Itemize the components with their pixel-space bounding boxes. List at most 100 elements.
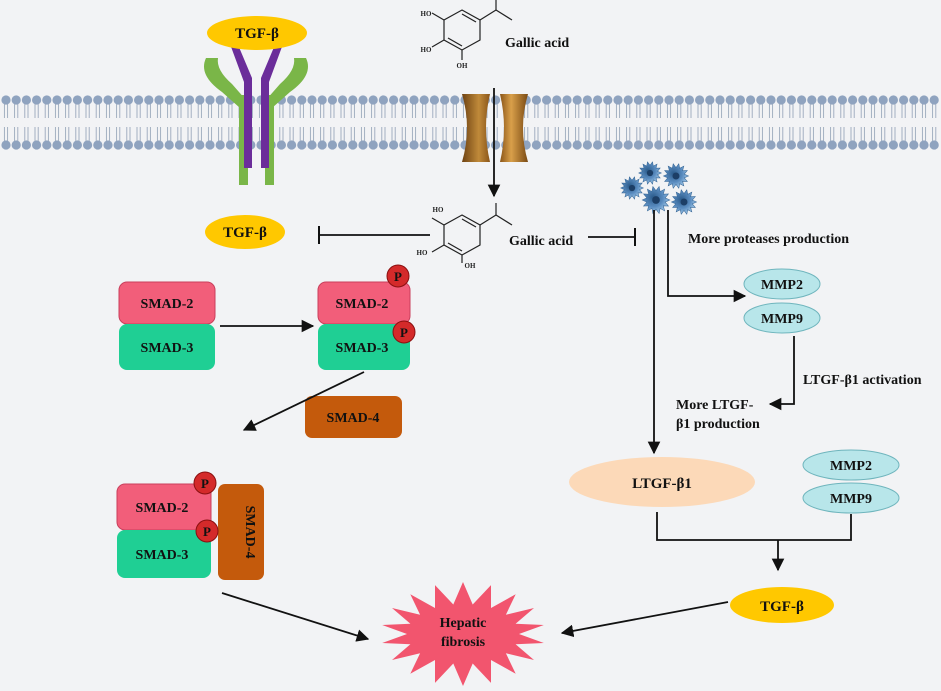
gallic-acid-structure-inner [431,203,513,263]
lipid-head [491,140,501,150]
lipid-head [837,95,848,105]
lipid-head [62,95,72,105]
lipid-head [766,95,776,105]
lipid-head [735,95,746,105]
lipid-head [623,95,633,105]
lipid-head [858,140,868,150]
protease-cell-nucleus [646,169,654,177]
gallic-acid-top-label: Gallic acid [505,36,569,51]
gallic-acid-structure-top [431,0,513,60]
lipid-head [888,95,899,105]
gallic-acid-oh-3: OH [457,62,468,70]
phospho-badge-smad3-label: P [400,325,408,340]
lipid-head [562,95,572,105]
lipid-head [42,140,52,150]
lipid-head [368,140,378,150]
lipid-head [797,140,807,150]
lipid-head [113,140,123,150]
lipid-head [531,95,542,105]
lipid-head [123,140,133,150]
smad3-free [119,324,215,370]
lipid-head [725,140,735,150]
phospho-badge-complex-smad2-label: P [201,476,209,491]
lipid-head [582,95,593,105]
fibrosis-label-2: fibrosis [441,635,486,650]
lipid-head [654,95,664,105]
lipid-head [878,140,888,150]
mmp2-top [743,268,821,300]
production-label-2: β1 production [676,417,760,432]
lipid-head [572,95,582,105]
lipid-head [399,140,409,150]
lipid-head [705,140,715,150]
arrow-tgf-to-fibrosis [560,601,729,638]
tgf-beta-inhibited [205,215,285,249]
lipid-head [225,140,235,150]
gallic-acid-inner-oh-1: HO [433,206,444,214]
lipid-head [154,95,164,105]
smad3-free-label: SMAD-3 [141,341,194,356]
lipid-head [327,140,337,150]
gallic-acid-inner-label: Gallic acid [509,234,573,249]
phospho-badge-smad3 [392,320,416,344]
arrow-complex-to-fibrosis [221,592,370,642]
arrow-complex-formation [242,371,365,431]
lipid-head [776,95,786,105]
lipid-head [746,95,756,105]
lipid-head [21,140,31,150]
lipid-head [429,140,439,150]
lipid-head [531,140,542,150]
protease-cell-nucleus [672,172,680,180]
lipid-head [562,140,572,150]
lipid-head [848,140,858,150]
lipid-head [613,140,623,150]
lipid-head [154,140,164,150]
phospho-badge-smad2-label: P [394,269,402,284]
lipid-head [317,95,327,105]
tgf-beta-bottom-label: TGF-β [760,599,804,615]
lipid-head [358,95,368,105]
lipid-head [378,140,388,150]
lipid-head [613,95,623,105]
lipid-head [11,140,21,150]
lipid-head [174,95,184,105]
lipid-head [185,140,195,150]
lipid-head [185,95,195,105]
lipid-head [348,95,358,105]
protease-cell-nucleus [680,198,688,206]
lipid-head [644,140,654,150]
lipid-head [552,95,562,105]
lipid-head [134,140,144,150]
lipid-head [440,140,450,150]
gallic-acid-oh-2: HO [421,46,432,54]
lipid-head [378,95,388,105]
lipid-head [93,95,103,105]
lipid-head [868,140,878,150]
lipid-head [919,95,929,105]
lipid-head [909,95,919,105]
lipid-head [929,140,939,150]
lipid-head [164,95,174,105]
lipid-head [348,140,358,150]
phospho-badge-smad2 [386,264,410,288]
arrow-to-mmp [667,210,747,303]
smad4-complex-label: SMAD-4 [242,506,257,559]
smad4-free-label: SMAD-4 [327,411,380,426]
lipid-head [705,95,715,105]
lipid-head [837,140,848,150]
gallic-acid-inner-oh-2: HO [417,249,428,257]
lipid-head [409,140,419,150]
mmp9-bottom-label: MMP9 [830,492,872,507]
fibrosis-label-1: Hepatic [440,616,487,631]
lipid-head [878,95,888,105]
merge-line [656,512,852,541]
lipid-head [797,95,807,105]
mmp2-bottom [802,449,900,481]
gallic-acid-inner-oh-3: OH [465,262,476,270]
lipid-head [776,140,786,150]
lipid-head [593,140,603,150]
lipid-head [919,140,929,150]
lipid-head [664,95,674,105]
lipid-head [899,95,909,105]
